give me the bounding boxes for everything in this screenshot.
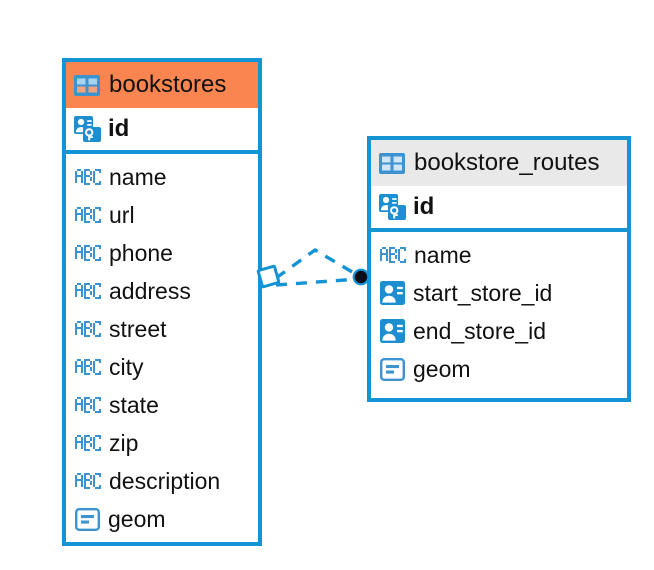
field-label: url: [109, 201, 135, 228]
abc-text-icon: [75, 397, 101, 413]
field-label: zip: [109, 429, 139, 456]
geometry-icon: [75, 507, 100, 531]
foreign-key-icon: [380, 281, 405, 305]
field-label: name: [109, 163, 167, 190]
field-label: city: [109, 353, 144, 380]
relationship-connector[interactable]: [255, 238, 380, 316]
field-row-zip[interactable]: zip: [66, 424, 258, 462]
field-row-end-store-id[interactable]: end_store_id: [371, 312, 627, 350]
table-grid-icon: [379, 152, 405, 174]
field-row-start-store-id[interactable]: start_store_id: [371, 274, 627, 312]
primary-key-label-bookstores: id: [108, 115, 130, 142]
field-label: description: [109, 467, 221, 494]
field-row-name[interactable]: name: [66, 158, 258, 196]
field-list-bookstores: name: [66, 154, 258, 538]
field-row-phone[interactable]: phone: [66, 234, 258, 272]
primary-key-row-bookstore-routes[interactable]: id: [371, 186, 627, 232]
abc-text-icon: [75, 245, 101, 261]
field-label: start_store_id: [413, 279, 553, 306]
entity-bookstores[interactable]: bookstores id: [62, 58, 262, 546]
geometry-icon: [380, 357, 405, 381]
foreign-key-icon: [380, 319, 405, 343]
primary-key-icon: [74, 116, 101, 142]
field-row-geom[interactable]: geom: [371, 350, 627, 388]
field-row-url[interactable]: url: [66, 196, 258, 234]
relationship-line-lower: [275, 277, 360, 287]
abc-text-icon: [75, 283, 101, 299]
abc-text-icon: [75, 435, 101, 451]
field-list-bookstore-routes: name start_store_id: [371, 232, 627, 388]
abc-text-icon: [75, 321, 101, 337]
entity-header-bookstores[interactable]: bookstores: [66, 62, 258, 108]
primary-key-row-bookstores[interactable]: id: [66, 108, 258, 154]
field-row-street[interactable]: street: [66, 310, 258, 348]
field-row-description[interactable]: description: [66, 462, 258, 500]
field-label: state: [109, 391, 159, 418]
field-label: street: [109, 315, 167, 342]
abc-text-icon: [380, 247, 406, 263]
field-row-state[interactable]: state: [66, 386, 258, 424]
primary-key-label-bookstore-routes: id: [413, 193, 435, 220]
entity-header-bookstore-routes[interactable]: bookstore_routes: [371, 140, 627, 186]
field-label: address: [109, 277, 191, 304]
primary-key-icon: [379, 194, 406, 220]
field-label: geom: [108, 505, 166, 532]
field-label: phone: [109, 239, 173, 266]
abc-text-icon: [75, 473, 101, 489]
abc-text-icon: [75, 169, 101, 185]
field-label: geom: [413, 355, 471, 382]
relationship-line-upper: [275, 247, 360, 280]
entity-title-bookstore-routes: bookstore_routes: [414, 149, 600, 176]
abc-text-icon: [75, 207, 101, 223]
field-row-city[interactable]: city: [66, 348, 258, 386]
field-row-name[interactable]: name: [371, 236, 627, 274]
abc-text-icon: [75, 359, 101, 375]
entity-bookstore-routes[interactable]: bookstore_routes id: [367, 136, 631, 402]
table-grid-icon: [74, 74, 100, 96]
field-row-address[interactable]: address: [66, 272, 258, 310]
entity-title-bookstores: bookstores: [109, 71, 227, 98]
field-row-geom[interactable]: geom: [66, 500, 258, 538]
field-label: end_store_id: [413, 317, 546, 344]
field-label: name: [414, 241, 472, 268]
